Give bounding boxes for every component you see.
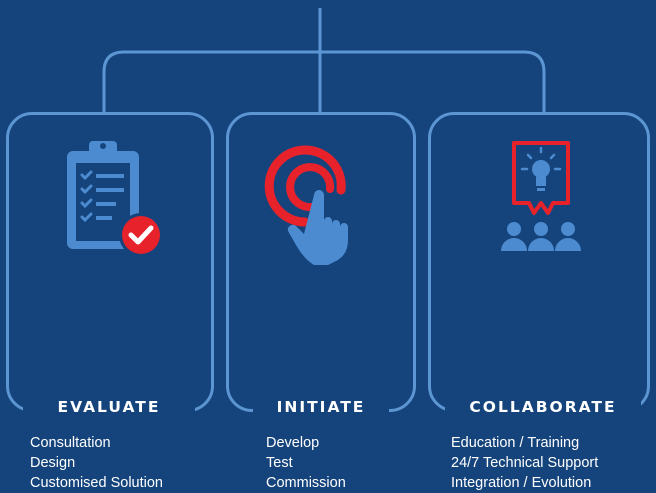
initiate-list: Develop Test Commission <box>266 433 346 493</box>
connector-lines <box>102 8 546 112</box>
collaborate-card: COLLABORATE Education / Training 24/7 Te… <box>428 112 650 491</box>
list-item: Design <box>30 455 76 471</box>
list-item: Integration / Evolution <box>451 475 592 491</box>
evaluate-title: EVALUATE <box>23 395 195 419</box>
list-item: Consultation <box>30 435 111 451</box>
collaborate-list: Education / Training 24/7 Technical Supp… <box>451 433 598 493</box>
collaborate-title: COLLABORATE <box>445 395 641 419</box>
clipboard-check-icon <box>67 141 163 257</box>
evaluate-list: Consultation Design Customised Solution <box>30 433 163 493</box>
evaluate-card: EVALUATE Consultation Design Customised … <box>6 112 214 491</box>
list-item: Develop <box>266 435 320 451</box>
list-item: Commission <box>266 475 346 491</box>
presentation-idea-icon <box>501 141 581 251</box>
list-item: Test <box>266 455 293 471</box>
list-item: Customised Solution <box>30 475 163 491</box>
touch-target-icon <box>264 145 348 265</box>
list-item: Education / Training <box>451 435 580 451</box>
initiate-card: INITIATE Develop Test Commission <box>226 112 416 491</box>
list-item: 24/7 Technical Support <box>451 455 599 471</box>
initiate-title: INITIATE <box>253 395 389 419</box>
